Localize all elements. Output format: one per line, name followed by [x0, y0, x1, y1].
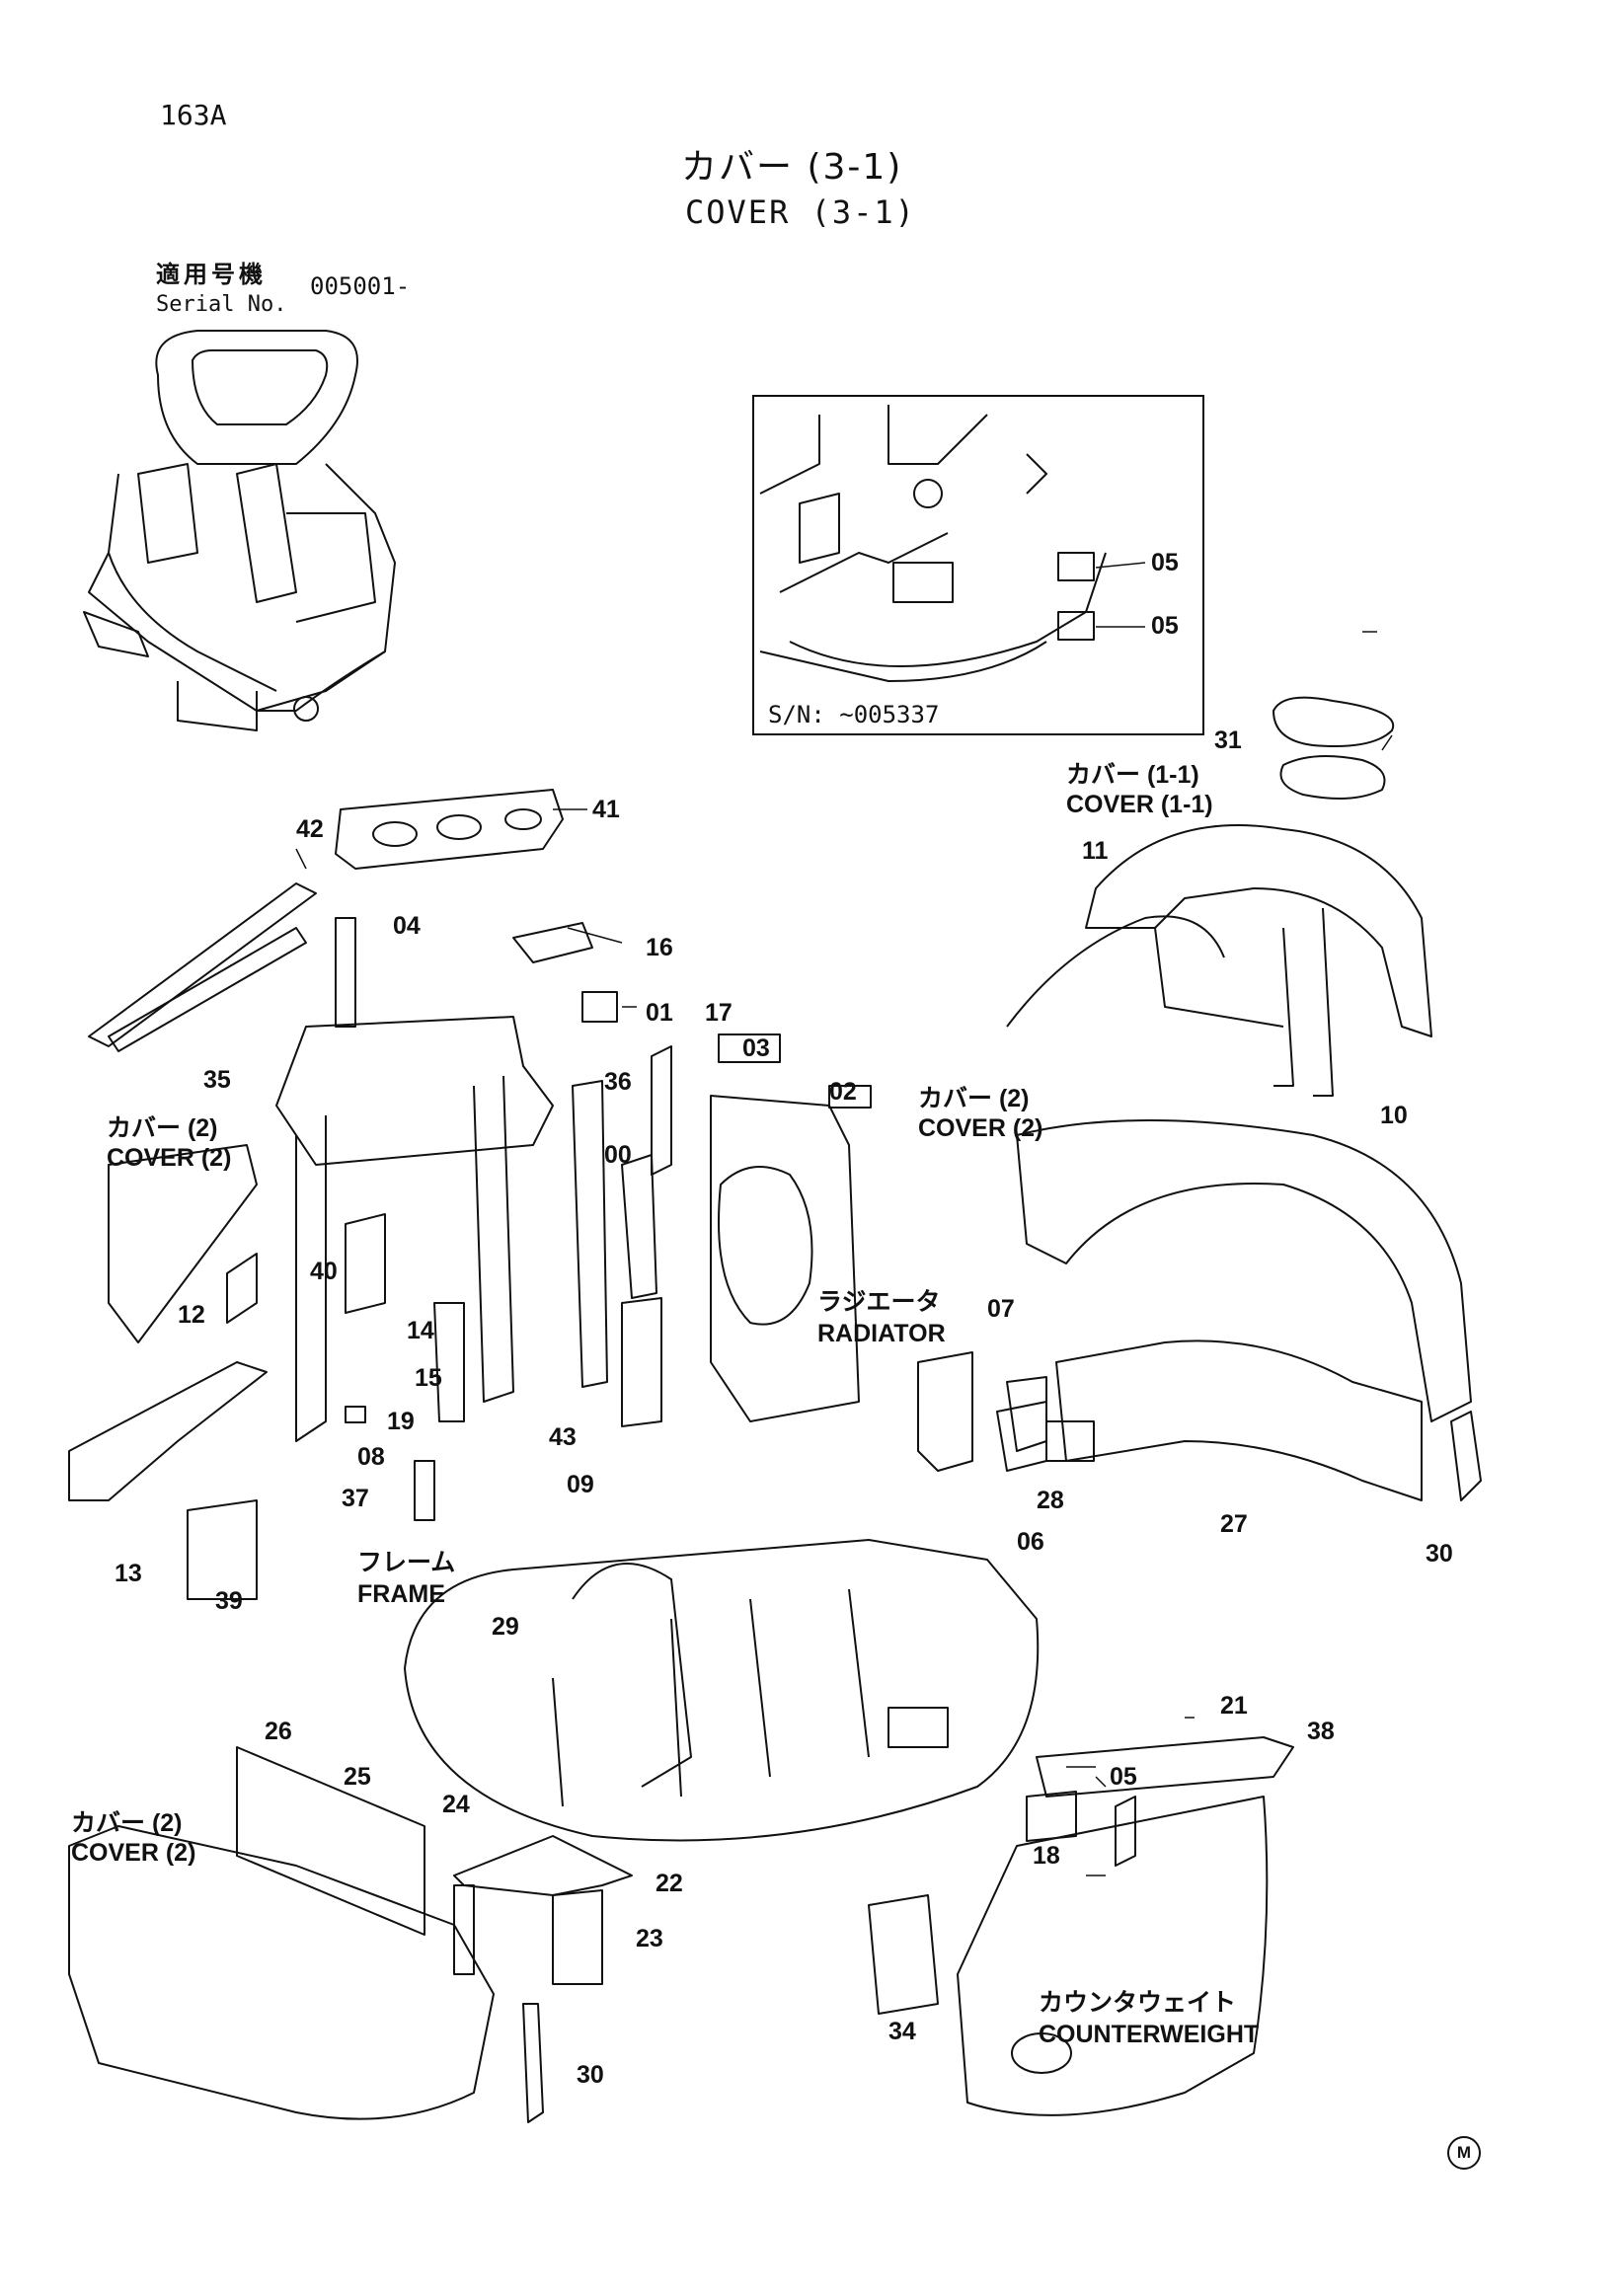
- callout-27: 27: [1220, 1510, 1248, 1538]
- serial-label-english: Serial No.: [156, 292, 287, 317]
- callout-23: 23: [636, 1925, 663, 1952]
- callout-28: 28: [1037, 1487, 1064, 1514]
- label-frame-jp: フレーム: [357, 1549, 456, 1576]
- cover-2-right-drawing: [1006, 1119, 1482, 1501]
- m-mark: M: [1447, 2136, 1481, 2170]
- callout-40: 40: [310, 1258, 338, 1285]
- page-number: 163A: [160, 99, 227, 131]
- callout-16: 16: [646, 934, 673, 961]
- title-english: COVER (3-1): [685, 193, 916, 231]
- callout-08: 08: [357, 1443, 385, 1471]
- callout-25: 25: [344, 1763, 371, 1791]
- callout-41: 41: [592, 796, 620, 823]
- label-cover-2-left-en: COVER (2): [107, 1144, 232, 1172]
- callout-17: 17: [705, 999, 733, 1027]
- callout-03: 03: [742, 1034, 770, 1062]
- label-cover-2-left-jp: カバー (2): [107, 1114, 218, 1142]
- callout-34: 34: [888, 2018, 916, 2045]
- title-japanese: カバー (3-1): [681, 147, 903, 188]
- label-cover-1-1-jp: カバー (1-1): [1066, 761, 1199, 789]
- serial-label-japanese: 適用号機: [156, 261, 267, 288]
- leader-lines: [295, 562, 1393, 1876]
- callout-02: 02: [829, 1078, 857, 1106]
- callout-05: 05: [1110, 1763, 1137, 1791]
- lower-covers-drawing: [68, 1736, 1294, 2123]
- callout-31: 31: [1214, 727, 1242, 754]
- callout-07: 07: [987, 1295, 1015, 1323]
- callout-15: 15: [415, 1364, 442, 1392]
- callout-04: 04: [393, 912, 421, 940]
- callout-05: 05: [1151, 612, 1179, 640]
- callout-36: 36: [604, 1068, 632, 1096]
- callout-19: 19: [387, 1408, 415, 1435]
- callout-11: 11: [1082, 837, 1109, 865]
- left-parts-drawing: [68, 789, 672, 1600]
- callout-30: 30: [577, 2061, 604, 2089]
- label-frame-en: FRAME: [357, 1580, 445, 1608]
- label-cover-2-mid-jp: カバー (2): [918, 1085, 1030, 1112]
- cover-1-1-drawing: [1006, 696, 1432, 1097]
- label-cover-2-bottom-jp: カバー (2): [71, 1809, 183, 1837]
- callout-43: 43: [549, 1423, 577, 1451]
- serial-number-value: 005001-: [310, 272, 411, 300]
- frame-drawing: [404, 1351, 1095, 1842]
- callout-30: 30: [1426, 1540, 1453, 1568]
- callout-29: 29: [492, 1613, 519, 1641]
- callout-37: 37: [342, 1485, 369, 1512]
- callout-06: 06: [1017, 1528, 1044, 1556]
- callout-10: 10: [1380, 1102, 1408, 1129]
- machine-thumbnail: [83, 330, 396, 731]
- callout-42: 42: [296, 815, 324, 843]
- radiator-drawing: [710, 1033, 872, 1422]
- callout-21: 21: [1220, 1692, 1248, 1720]
- label-counterweight-en: COUNTERWEIGHT: [1039, 2021, 1260, 2048]
- callout-05: 05: [1151, 549, 1179, 576]
- callout-26: 26: [265, 1718, 292, 1745]
- callout-12: 12: [178, 1301, 205, 1329]
- callout-35: 35: [203, 1066, 231, 1094]
- inset-detail-box: [752, 395, 1204, 735]
- callout-09: 09: [567, 1471, 594, 1498]
- callout-22: 22: [656, 1870, 683, 1897]
- label-cover-2-bottom-en: COVER (2): [71, 1839, 196, 1867]
- inset-frame-drawing: [759, 405, 1107, 682]
- label-counterweight-jp: カウンタウェイト: [1039, 1989, 1237, 2017]
- label-radiator-jp: ラジエータ: [817, 1288, 941, 1316]
- callout-00: 00: [604, 1141, 632, 1169]
- callout-01: 01: [646, 999, 673, 1027]
- callout-39: 39: [215, 1587, 243, 1615]
- label-cover-2-mid-en: COVER (2): [918, 1114, 1043, 1142]
- inset-serial-note: S/N: ~005337: [768, 701, 940, 728]
- label-cover-1-1-en: COVER (1-1): [1066, 791, 1213, 818]
- callout-13: 13: [115, 1560, 142, 1587]
- callout-38: 38: [1307, 1718, 1335, 1745]
- label-radiator-en: RADIATOR: [817, 1320, 946, 1347]
- callout-18: 18: [1033, 1842, 1060, 1870]
- callout-24: 24: [442, 1791, 470, 1818]
- callout-14: 14: [407, 1317, 434, 1344]
